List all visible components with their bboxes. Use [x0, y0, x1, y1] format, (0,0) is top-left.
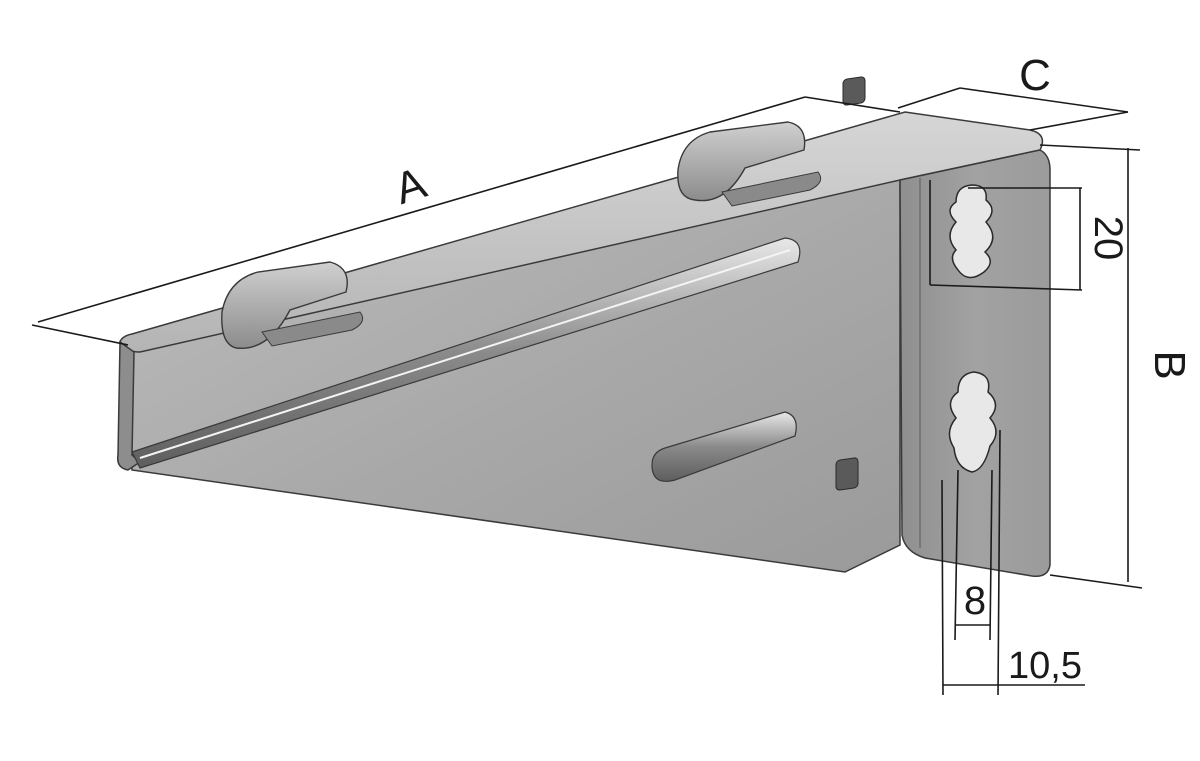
label-b: B: [1145, 350, 1194, 379]
clip-tab-front: [221, 261, 348, 350]
label-slot-width: 8: [964, 579, 986, 623]
mounting-plate: [899, 149, 1051, 578]
lower-rib: [651, 411, 797, 482]
web-cutout-lower: [835, 457, 859, 491]
web-cutout-upper: [842, 76, 866, 106]
bracket-body: [116, 76, 1051, 578]
label-slot-height: 20: [1086, 216, 1130, 261]
label-a: A: [389, 158, 433, 214]
label-slot-offset: 10,5: [1008, 645, 1082, 687]
keyhole-slot-lower: [948, 371, 997, 473]
clip-tab-rear: [677, 121, 806, 202]
keyhole-slot-upper: [949, 184, 994, 279]
dimension-line-c: [897, 87, 961, 109]
dimension-lines: [31, 87, 1143, 696]
label-c: C: [1019, 51, 1051, 100]
dimension-line-a: [37, 96, 806, 323]
